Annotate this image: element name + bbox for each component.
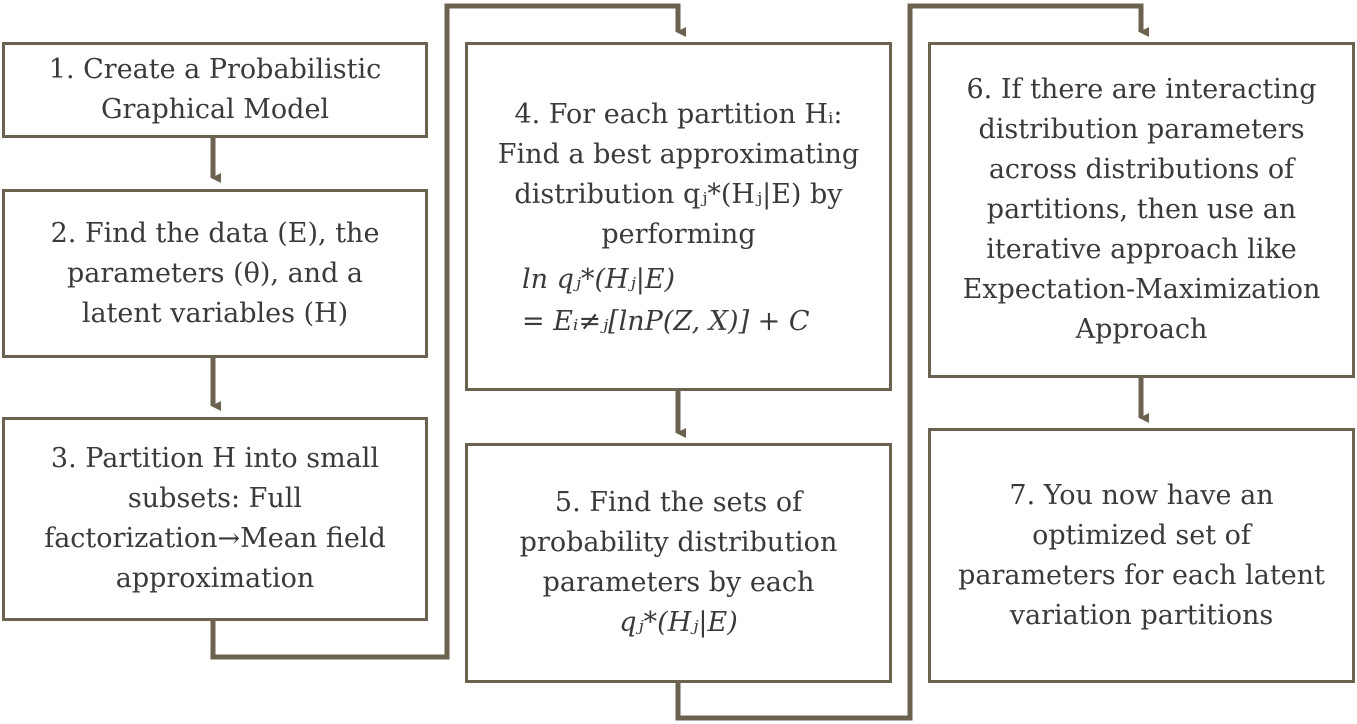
step-2-box: 2. Find the data (E), the parameters (θ)… — [2, 189, 428, 358]
step-4-line-1: 4. For each partition Hᵢ: — [514, 99, 843, 130]
step-3-line-1: 3. Partition H into small — [50, 443, 380, 474]
step-3-line-3: factorization→Mean field — [44, 523, 386, 554]
step-6-line-5: iterative approach like — [986, 234, 1297, 265]
step-1-line-1: 1. Create a Probabilistic — [48, 54, 382, 85]
step-5-line-2: probability distribution — [519, 527, 838, 558]
step-7-line-3: parameters for each latent — [958, 559, 1325, 591]
step-7-line-1: 7. You now have an — [1009, 479, 1274, 511]
step-4-equation-line-1: ln qⱼ*(Hⱼ|E) — [522, 264, 676, 295]
step-5-line-3: parameters by each — [542, 567, 815, 598]
step-1-box: 1. Create a Probabilistic Graphical Mode… — [2, 42, 428, 138]
arrow-3-to-4 — [210, 3, 686, 660]
step-2-line-1: 2. Find the data (E), the — [50, 217, 380, 249]
step-6-line-1: 6. If there are interacting — [966, 74, 1317, 105]
step-3-line-2: subsets: Full — [127, 483, 303, 514]
step-4-line-2: Find a best approximating — [497, 139, 860, 170]
step-5-box: 5. Find the sets of probability distribu… — [465, 443, 892, 683]
step-3-box: 3. Partition H into small subsets: Full … — [2, 417, 428, 621]
step-6-line-3: across distributions of — [988, 154, 1295, 185]
step-7-box: 7. You now have an optimized set of para… — [928, 428, 1355, 683]
step-5-line-4: qⱼ*(Hⱼ|E) — [619, 607, 738, 638]
step-6-box: 6. If there are interacting distribution… — [928, 42, 1355, 378]
step-6-line-6: Expectation-Maximization — [962, 274, 1321, 305]
arrow-5-to-6 — [675, 3, 1149, 721]
step-1-line-2: Graphical Model — [100, 94, 330, 125]
step-5-line-1: 5. Find the sets of — [554, 487, 803, 518]
step-7-line-4: variation partitions — [1009, 599, 1274, 631]
step-2-line-3: latent variables (H) — [81, 297, 349, 329]
step-4-equation-line-2: = Eᵢ≠ⱼ[lnP(Z, X)] + C — [522, 306, 810, 337]
step-6-line-2: distribution parameters — [978, 114, 1305, 145]
step-6-line-4: partitions, then use an — [986, 194, 1297, 225]
step-4-box: 4. For each partition Hᵢ: Find a best ap… — [465, 42, 892, 391]
step-2-line-2: parameters (θ), and a — [66, 257, 364, 289]
step-4-line-4: performing — [601, 219, 756, 250]
step-6-line-7: Approach — [1075, 314, 1208, 345]
step-7-line-2: optimized set of — [1032, 519, 1251, 551]
step-4-line-3: distribution qⱼ*(Hⱼ|E) by — [514, 179, 843, 210]
step-3-line-4: approximation — [115, 563, 315, 594]
